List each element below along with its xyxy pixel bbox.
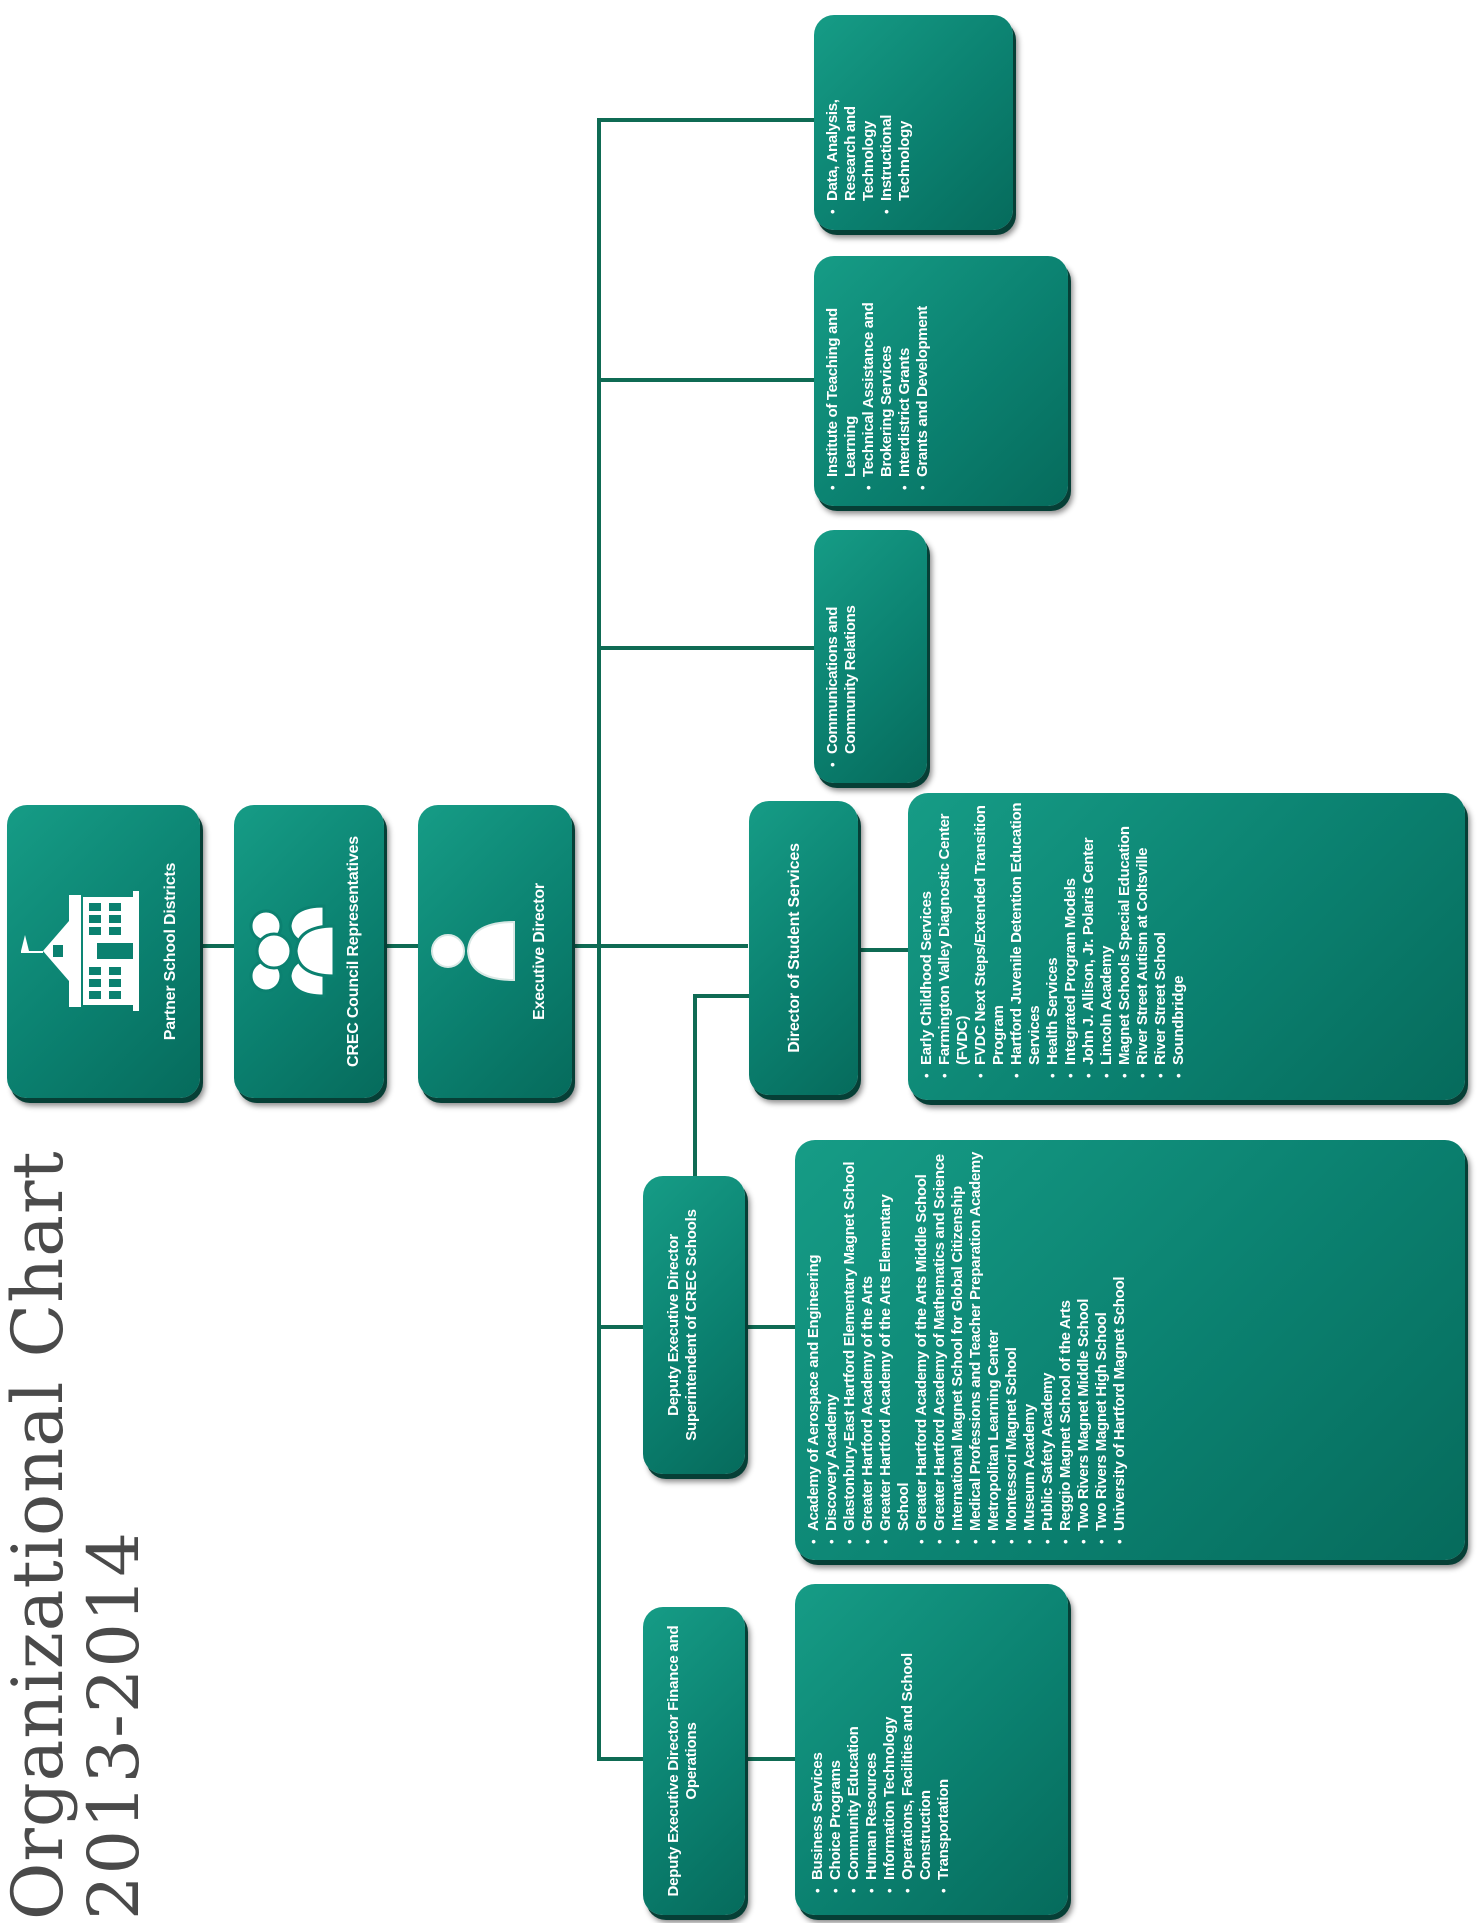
connector-to-finance	[597, 1757, 643, 1761]
list-item: Business Services	[809, 1592, 827, 1893]
council-label: CREC Council Representatives	[345, 836, 362, 1067]
crec-schools-list-box[interactable]: Academy of Aerospace and Engineering Dis…	[795, 1140, 1465, 1560]
list-item: Choice Programs	[827, 1592, 845, 1893]
list-item: Glastonbury-East Hartford Elementary Mag…	[841, 1148, 859, 1544]
finance-list-box[interactable]: Business Services Choice Programs Commun…	[795, 1584, 1068, 1915]
list-item: Public Safety Academy	[1039, 1148, 1057, 1544]
list-item: Community Education	[845, 1592, 863, 1893]
crec-schools-header: Deputy Executive Director Superintendent…	[665, 1209, 700, 1441]
student-services-header: Director of Student Services	[786, 843, 803, 1053]
list-item: Health Services	[1044, 801, 1062, 1078]
list-item: Museum Academy	[1021, 1148, 1039, 1544]
list-item: Two Rivers Magnet High School	[1093, 1148, 1111, 1544]
schoolhouse-icon	[21, 891, 139, 1012]
connector-to-institute	[597, 378, 814, 382]
student-services-list: Early Childhood Services Farmington Vall…	[918, 801, 1188, 1078]
connector-council-executive	[384, 944, 418, 948]
list-item: Institute of Teaching and Learning	[824, 266, 860, 490]
crec-schools-header-box[interactable]: Deputy Executive Director Superintendent…	[643, 1176, 745, 1474]
list-item: Reggio Magnet School of the Arts	[1057, 1148, 1075, 1544]
page-title: Organizational Chart 2013-2014	[0, 1150, 160, 1920]
list-item: Magnet Schools Special Education	[1116, 801, 1134, 1078]
list-item: International Magnet School for Global C…	[949, 1148, 967, 1544]
connector-student-header	[693, 994, 749, 998]
list-item: Information Technology	[881, 1592, 899, 1893]
list-item: Interdistrict Grants	[896, 266, 914, 490]
list-item: University of Hartford Magnet School	[1111, 1148, 1129, 1544]
person-icon	[431, 921, 515, 982]
list-item: Medical Professions and Teacher Preparat…	[967, 1148, 985, 1544]
crec-schools-list: Academy of Aerospace and Engineering Dis…	[805, 1148, 1129, 1544]
page-title-line1: Organizational Chart	[0, 1150, 79, 1920]
communications-list: Communications and Community Relations	[824, 540, 860, 767]
list-item: Transportation	[935, 1592, 953, 1893]
list-item: Greater Hartford Academy of the Arts	[859, 1148, 877, 1544]
list-item: Academy of Aerospace and Engineering	[805, 1148, 823, 1544]
list-item: FVDC Next Steps/Extended Transition Prog…	[972, 801, 1008, 1078]
connector-to-communications	[597, 646, 814, 650]
finance-list: Business Services Choice Programs Commun…	[809, 1592, 953, 1893]
executive-director-box[interactable]: Executive Director	[418, 805, 572, 1098]
data-analysis-list: Data, Analysis, Research and Technology …	[824, 31, 914, 214]
institute-list: Institute of Teaching and Learning Techn…	[824, 266, 932, 490]
people-group-icon	[249, 904, 336, 999]
partner-districts-label: Partner School Districts	[162, 862, 179, 1041]
finance-header-box[interactable]: Deputy Executive Director Finance and Op…	[643, 1607, 745, 1915]
list-item: John J. Allison, Jr. Polaris Center	[1080, 801, 1098, 1078]
executive-director-label: Executive Director	[531, 883, 548, 1020]
list-item: Greater Hartford Academy of Mathematics …	[931, 1148, 949, 1544]
connector-to-crec-schools	[597, 1325, 643, 1329]
list-item: Operations, Facilities and School Constr…	[899, 1592, 935, 1893]
list-item: Greater Hartford Academy of the Arts Ele…	[877, 1148, 913, 1544]
list-item: Farmington Valley Diagnostic Center (FVD…	[936, 801, 972, 1078]
data-analysis-box[interactable]: Data, Analysis, Research and Technology …	[814, 15, 1013, 230]
institute-box[interactable]: Institute of Teaching and Learning Techn…	[814, 256, 1068, 506]
list-item: Technical Assistance and Brokering Servi…	[860, 266, 896, 490]
connector-executive-trunk	[572, 944, 748, 948]
partner-districts-box[interactable]: Partner School Districts	[7, 805, 200, 1098]
list-item: Montessori Magnet School	[1003, 1148, 1021, 1544]
list-item: River Street Autism at Coltsville	[1134, 801, 1152, 1078]
list-item: Grants and Development	[914, 266, 932, 490]
list-item: Early Childhood Services	[918, 801, 936, 1078]
list-item: Metropolitan Learning Center	[985, 1148, 1003, 1544]
list-item: Two Rivers Magnet Middle School	[1075, 1148, 1093, 1544]
connector-partner-council	[200, 944, 234, 948]
list-item: Discovery Academy	[823, 1148, 841, 1544]
list-item: Hartford Juvenile Detention Education Se…	[1008, 801, 1044, 1078]
list-item: Communications and Community Relations	[824, 540, 860, 767]
list-item: Instructional Technology	[878, 31, 914, 214]
connector-student-list	[858, 948, 908, 952]
list-item: Greater Hartford Academy of the Arts Mid…	[913, 1148, 931, 1544]
list-item: Human Resources	[863, 1592, 881, 1893]
connector-to-data	[597, 118, 814, 122]
connector-trunk-vertical	[597, 118, 601, 1760]
communications-box[interactable]: Communications and Community Relations	[814, 530, 927, 783]
list-item: Lincoln Academy	[1098, 801, 1116, 1078]
page-title-line2: 2013-2014	[73, 1531, 155, 1920]
connector-crec-list	[745, 1325, 795, 1329]
connector-finance-list	[745, 1757, 795, 1761]
student-services-header-box[interactable]: Director of Student Services	[749, 801, 858, 1095]
student-services-list-box[interactable]: Early Childhood Services Farmington Vall…	[908, 793, 1465, 1100]
list-item: Integrated Program Models	[1062, 801, 1080, 1078]
finance-header: Deputy Executive Director Finance and Op…	[665, 1625, 700, 1897]
list-item: River Street School	[1152, 801, 1170, 1078]
council-box[interactable]: CREC Council Representatives	[234, 805, 384, 1098]
connector-student-vertical	[693, 994, 697, 1176]
list-item: Data, Analysis, Research and Technology	[824, 31, 878, 214]
list-item: Soundbridge	[1170, 801, 1188, 1078]
